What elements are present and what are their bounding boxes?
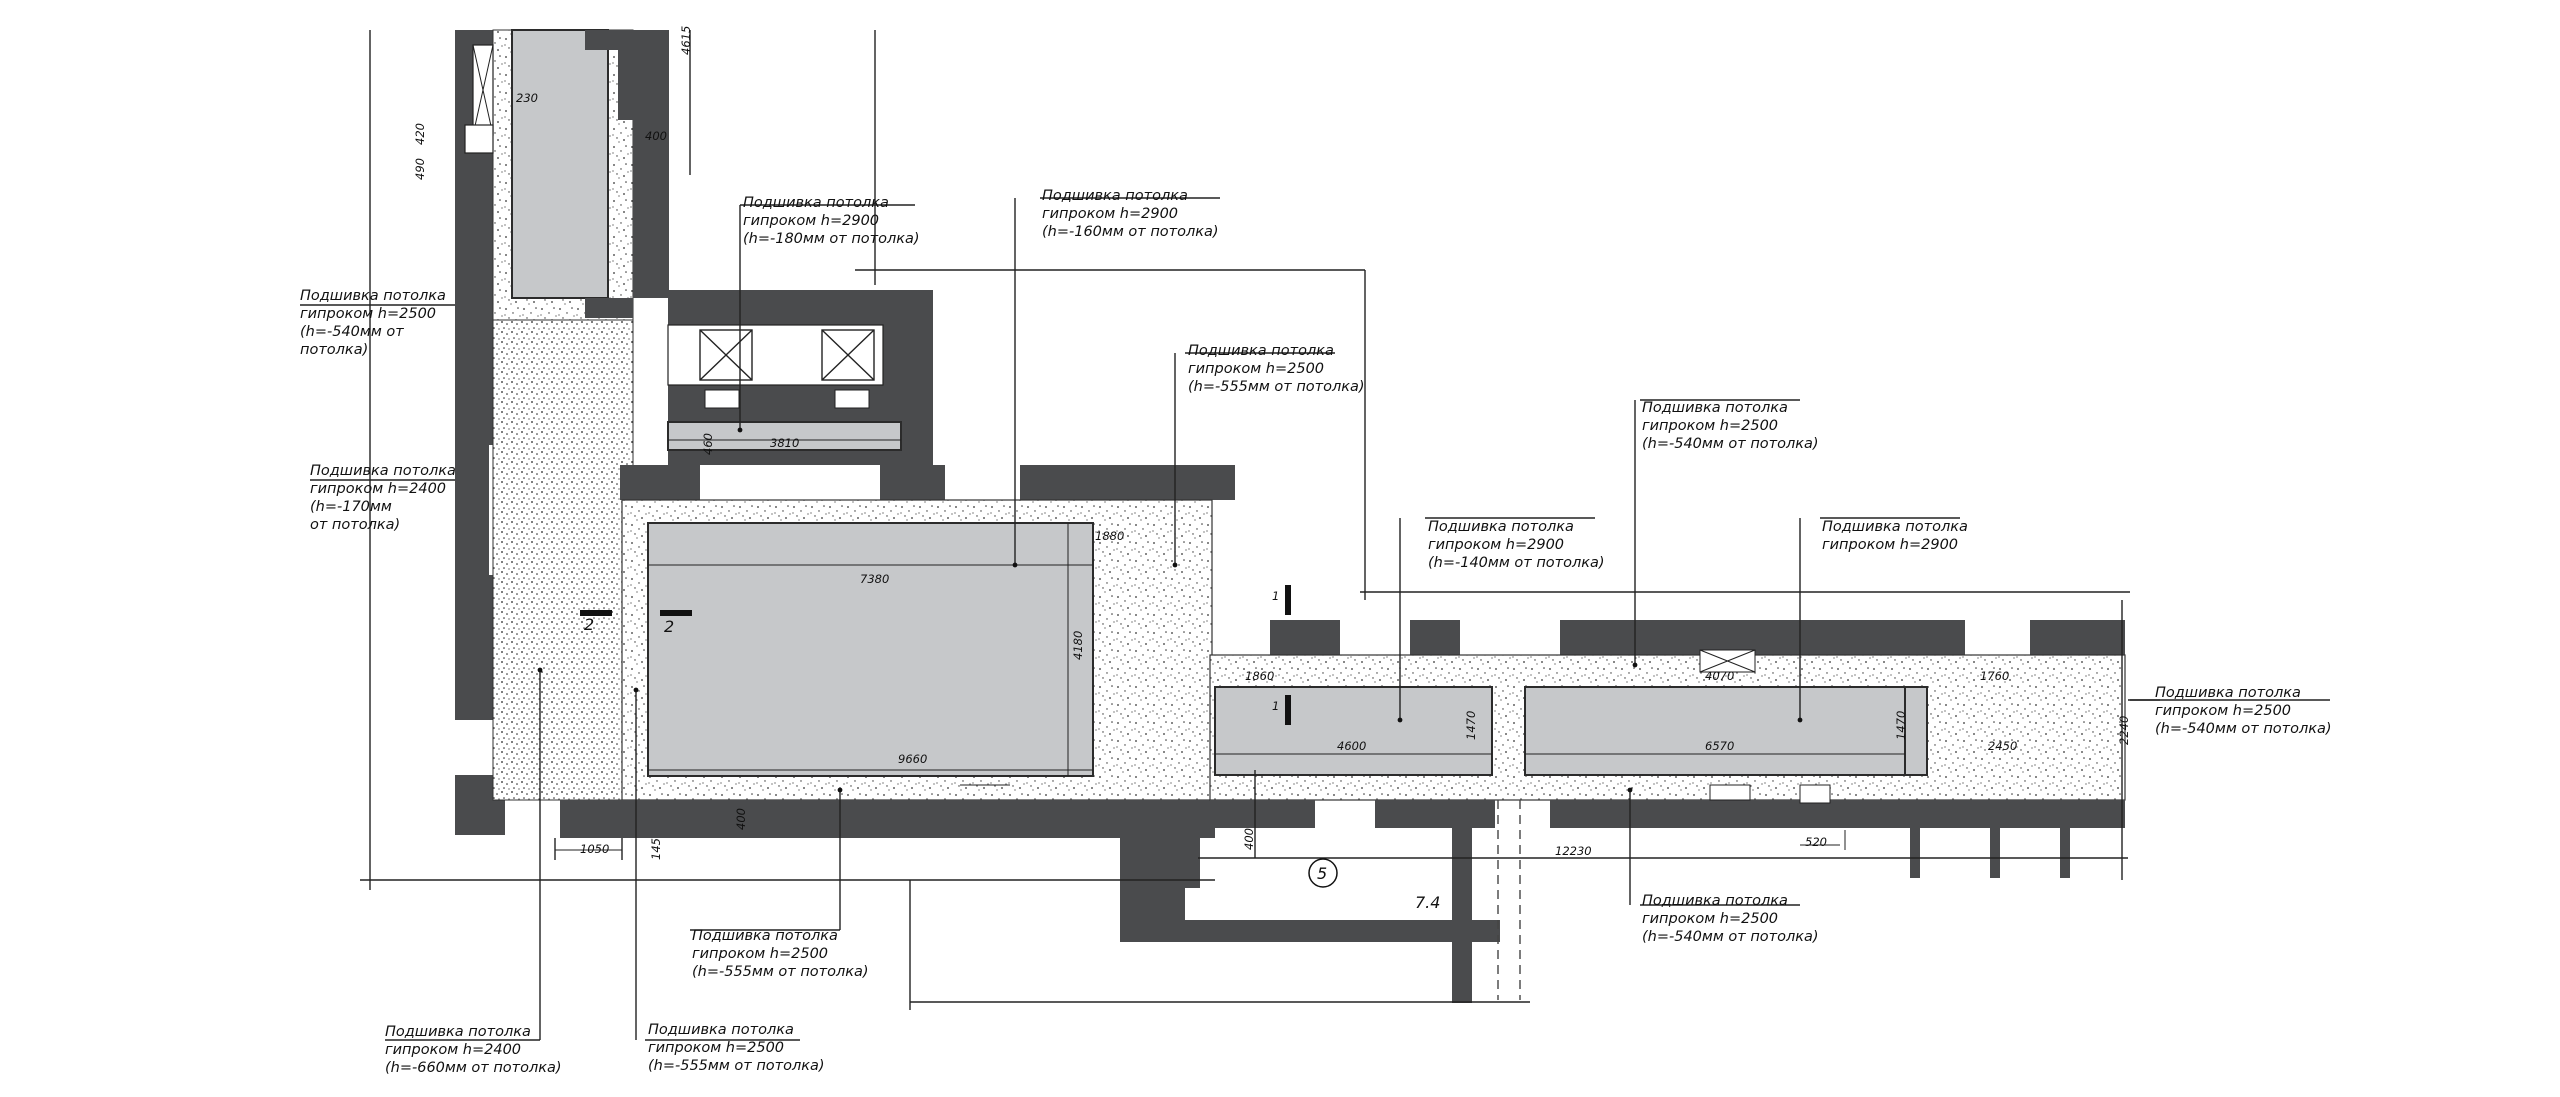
a7-line1: Подшивка потолка: [1428, 519, 1574, 535]
a7-line3: (h=-140мм от потолка): [1428, 555, 1605, 571]
dim-6570: 6570: [1705, 739, 1734, 753]
room-number: 7.4: [1415, 893, 1440, 912]
dim-490: 490: [413, 158, 427, 180]
a2-line3: (h=-160мм от потолка): [1042, 224, 1219, 240]
a1-line3: (h=-180мм от потолка): [743, 231, 920, 247]
a3-line3: (h=-540мм от: [300, 324, 404, 340]
annotation-a5: Подшивка потолка гипроком h=2500 (h=-540…: [1642, 400, 1819, 452]
dim-4615: 4615: [679, 26, 693, 55]
a4-line1: Подшивка потолка: [1188, 343, 1334, 359]
right-corridor: [1209, 620, 2126, 828]
a6-line2: гипроком h=2400: [310, 481, 446, 497]
mark-labels: 5 7.4 1 1 2 2: [584, 589, 1440, 912]
a13-line3: (h=-555мм от потолка): [648, 1058, 825, 1074]
axis-bubble: [1308, 858, 1338, 888]
dim-1760: 1760: [1980, 669, 2009, 683]
a4-line2: гипроком h=2500: [1188, 361, 1324, 377]
a3-line1: Подшивка потолка: [300, 288, 446, 304]
a8-line1: Подшивка потолка: [1822, 519, 1968, 535]
dim-1470b: 1470: [1894, 711, 1908, 740]
a6-line3: (h=-170мм: [310, 499, 392, 515]
leader-lines: [300, 197, 2330, 1041]
axis-label: 5: [1317, 864, 1327, 883]
dim-400: 400: [645, 129, 667, 143]
annotation-a13: Подшивка потолка гипроком h=2500 (h=-555…: [648, 1022, 825, 1074]
a10-line1: Подшивка потолка: [692, 928, 838, 944]
a10-line2: гипроком h=2500: [692, 946, 828, 962]
dim-230: 230: [516, 91, 538, 105]
section-marks: [580, 585, 1291, 725]
annotation-a4: Подшивка потолка гипроком h=2500 (h=-555…: [1188, 343, 1365, 395]
a9-line3: (h=-540мм от потолка): [2155, 721, 2332, 737]
cut-label-1b: 1: [1272, 699, 1279, 713]
dim-420: 420: [413, 123, 427, 145]
a12-line1: Подшивка потолка: [385, 1024, 531, 1040]
dim-460: 460: [701, 433, 715, 455]
a3-line2: гипроком h=2500: [300, 306, 436, 322]
a2-line2: гипроком h=2900: [1042, 206, 1178, 222]
dim-2450: 2450: [1988, 739, 2017, 753]
a4-line3: (h=-555мм от потолка): [1188, 379, 1365, 395]
dim-1880: 1880: [1095, 529, 1124, 543]
a3-line4: потолка): [300, 342, 368, 358]
annotation-a1: Подшивка потолка гипроком h=2900 (h=-180…: [743, 195, 920, 247]
dim-520: 520: [1805, 835, 1827, 849]
a12-line3: (h=-660мм от потолка): [385, 1060, 562, 1076]
a12-line2: гипроком h=2400: [385, 1042, 521, 1058]
a2-line1: Подшивка потолка: [1042, 188, 1188, 204]
a6-line4: от потолка): [310, 517, 400, 533]
cut-label-2: 2: [584, 615, 594, 634]
a13-line1: Подшивка потолка: [648, 1022, 794, 1038]
dim-400b: 400: [734, 808, 748, 830]
a1-line2: гипроком h=2900: [743, 213, 879, 229]
a9-line2: гипроком h=2500: [2155, 703, 2291, 719]
a13-line2: гипроком h=2500: [648, 1040, 784, 1056]
dim-1860: 1860: [1245, 669, 1274, 683]
dim-7380: 7380: [860, 572, 889, 586]
dim-145: 145: [649, 838, 663, 860]
cut-label-1: 1: [1272, 589, 1279, 603]
a7-line2: гипроком h=2900: [1428, 537, 1564, 553]
dim-1470a: 1470: [1464, 711, 1478, 740]
a8-line2: гипроком h=2900: [1822, 537, 1958, 553]
annotation-a12: Подшивка потолка гипроком h=2400 (h=-660…: [385, 1024, 562, 1076]
left-corridor: [455, 29, 669, 835]
a11-line3: (h=-540мм от потолка): [1642, 929, 1819, 945]
annotation-a3: Подшивка потолка гипроком h=2500 (h=-540…: [300, 288, 446, 358]
cut-label-2b: 2: [664, 617, 674, 636]
a5-line1: Подшивка потолка: [1642, 400, 1788, 416]
dim-1050: 1050: [580, 842, 609, 856]
dimension-lines: [360, 30, 2130, 1010]
leader-dots: [537, 427, 1803, 793]
annotation-a8: Подшивка потолка гипроком h=2900: [1822, 519, 1968, 553]
annotation-a2: Подшивка потолка гипроком h=2900 (h=-160…: [1042, 188, 1219, 240]
annotation-a7: Подшивка потолка гипроком h=2900 (h=-140…: [1428, 519, 1605, 571]
dim-400c: 400: [1242, 828, 1256, 850]
dim-12230: 12230: [1555, 844, 1592, 858]
a11-line1: Подшивка потолка: [1642, 893, 1788, 909]
dimension-labels: 3810 7380 9660 4600 6570 1050 12230 520 …: [413, 26, 2131, 860]
a9-line1: Подшивка потолка: [2155, 685, 2301, 701]
a6-line1: Подшивка потолка: [310, 463, 456, 479]
dim-9660: 9660: [898, 752, 927, 766]
a5-line3: (h=-540мм от потолка): [1642, 436, 1819, 452]
dim-3810: 3810: [770, 436, 799, 450]
a10-line3: (h=-555мм от потолка): [692, 964, 869, 980]
dim-4180: 4180: [1071, 631, 1085, 660]
dim-2240: 2240: [2117, 716, 2131, 745]
a1-line1: Подшивка потолка: [743, 195, 889, 211]
annotation-a6: Подшивка потолка гипроком h=2400 (h=-170…: [310, 463, 456, 533]
a11-line2: гипроком h=2500: [1642, 911, 1778, 927]
annotation-a10: Подшивка потолка гипроком h=2500 (h=-555…: [692, 928, 869, 980]
dim-4600: 4600: [1337, 739, 1366, 753]
dim-4070: 4070: [1705, 669, 1734, 683]
annotation-a9: Подшивка потолка гипроком h=2500 (h=-540…: [2155, 685, 2332, 737]
a5-line2: гипроком h=2500: [1642, 418, 1778, 434]
annotation-a11: Подшивка потолка гипроком h=2500 (h=-540…: [1642, 893, 1819, 945]
lower-room: [1120, 800, 2070, 1003]
